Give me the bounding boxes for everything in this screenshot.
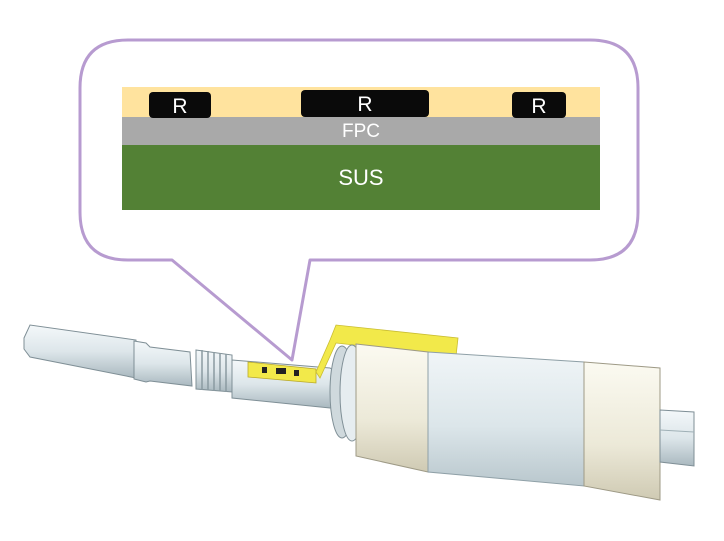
resistor-label: R <box>357 93 372 116</box>
threaded-collar <box>195 349 233 393</box>
resistor-label: R <box>172 95 187 118</box>
main-drum <box>427 351 585 487</box>
resistor-label: R <box>531 95 546 118</box>
shaft-step <box>133 340 193 387</box>
fpc-layer <box>122 117 600 145</box>
torque-sensor-assembly <box>23 324 695 501</box>
gauge-resistor-mark <box>262 367 267 373</box>
fpc-label: FPC <box>342 121 380 142</box>
sus-label: SUS <box>338 165 383 190</box>
resistor-left <box>149 92 211 118</box>
resistor-center <box>301 90 429 117</box>
shaft-tip <box>23 324 137 379</box>
resistor-right <box>512 92 566 118</box>
fpc-ribbon <box>315 324 459 379</box>
layer-stack: R R R FPC SUS <box>122 87 600 210</box>
output-shaft <box>659 409 695 467</box>
end-cap-right <box>583 361 661 501</box>
sus-layer <box>122 145 600 210</box>
gauge-resistor-mark <box>276 368 286 374</box>
end-cap-left <box>355 343 429 473</box>
gauge-resistor-mark <box>294 370 299 376</box>
